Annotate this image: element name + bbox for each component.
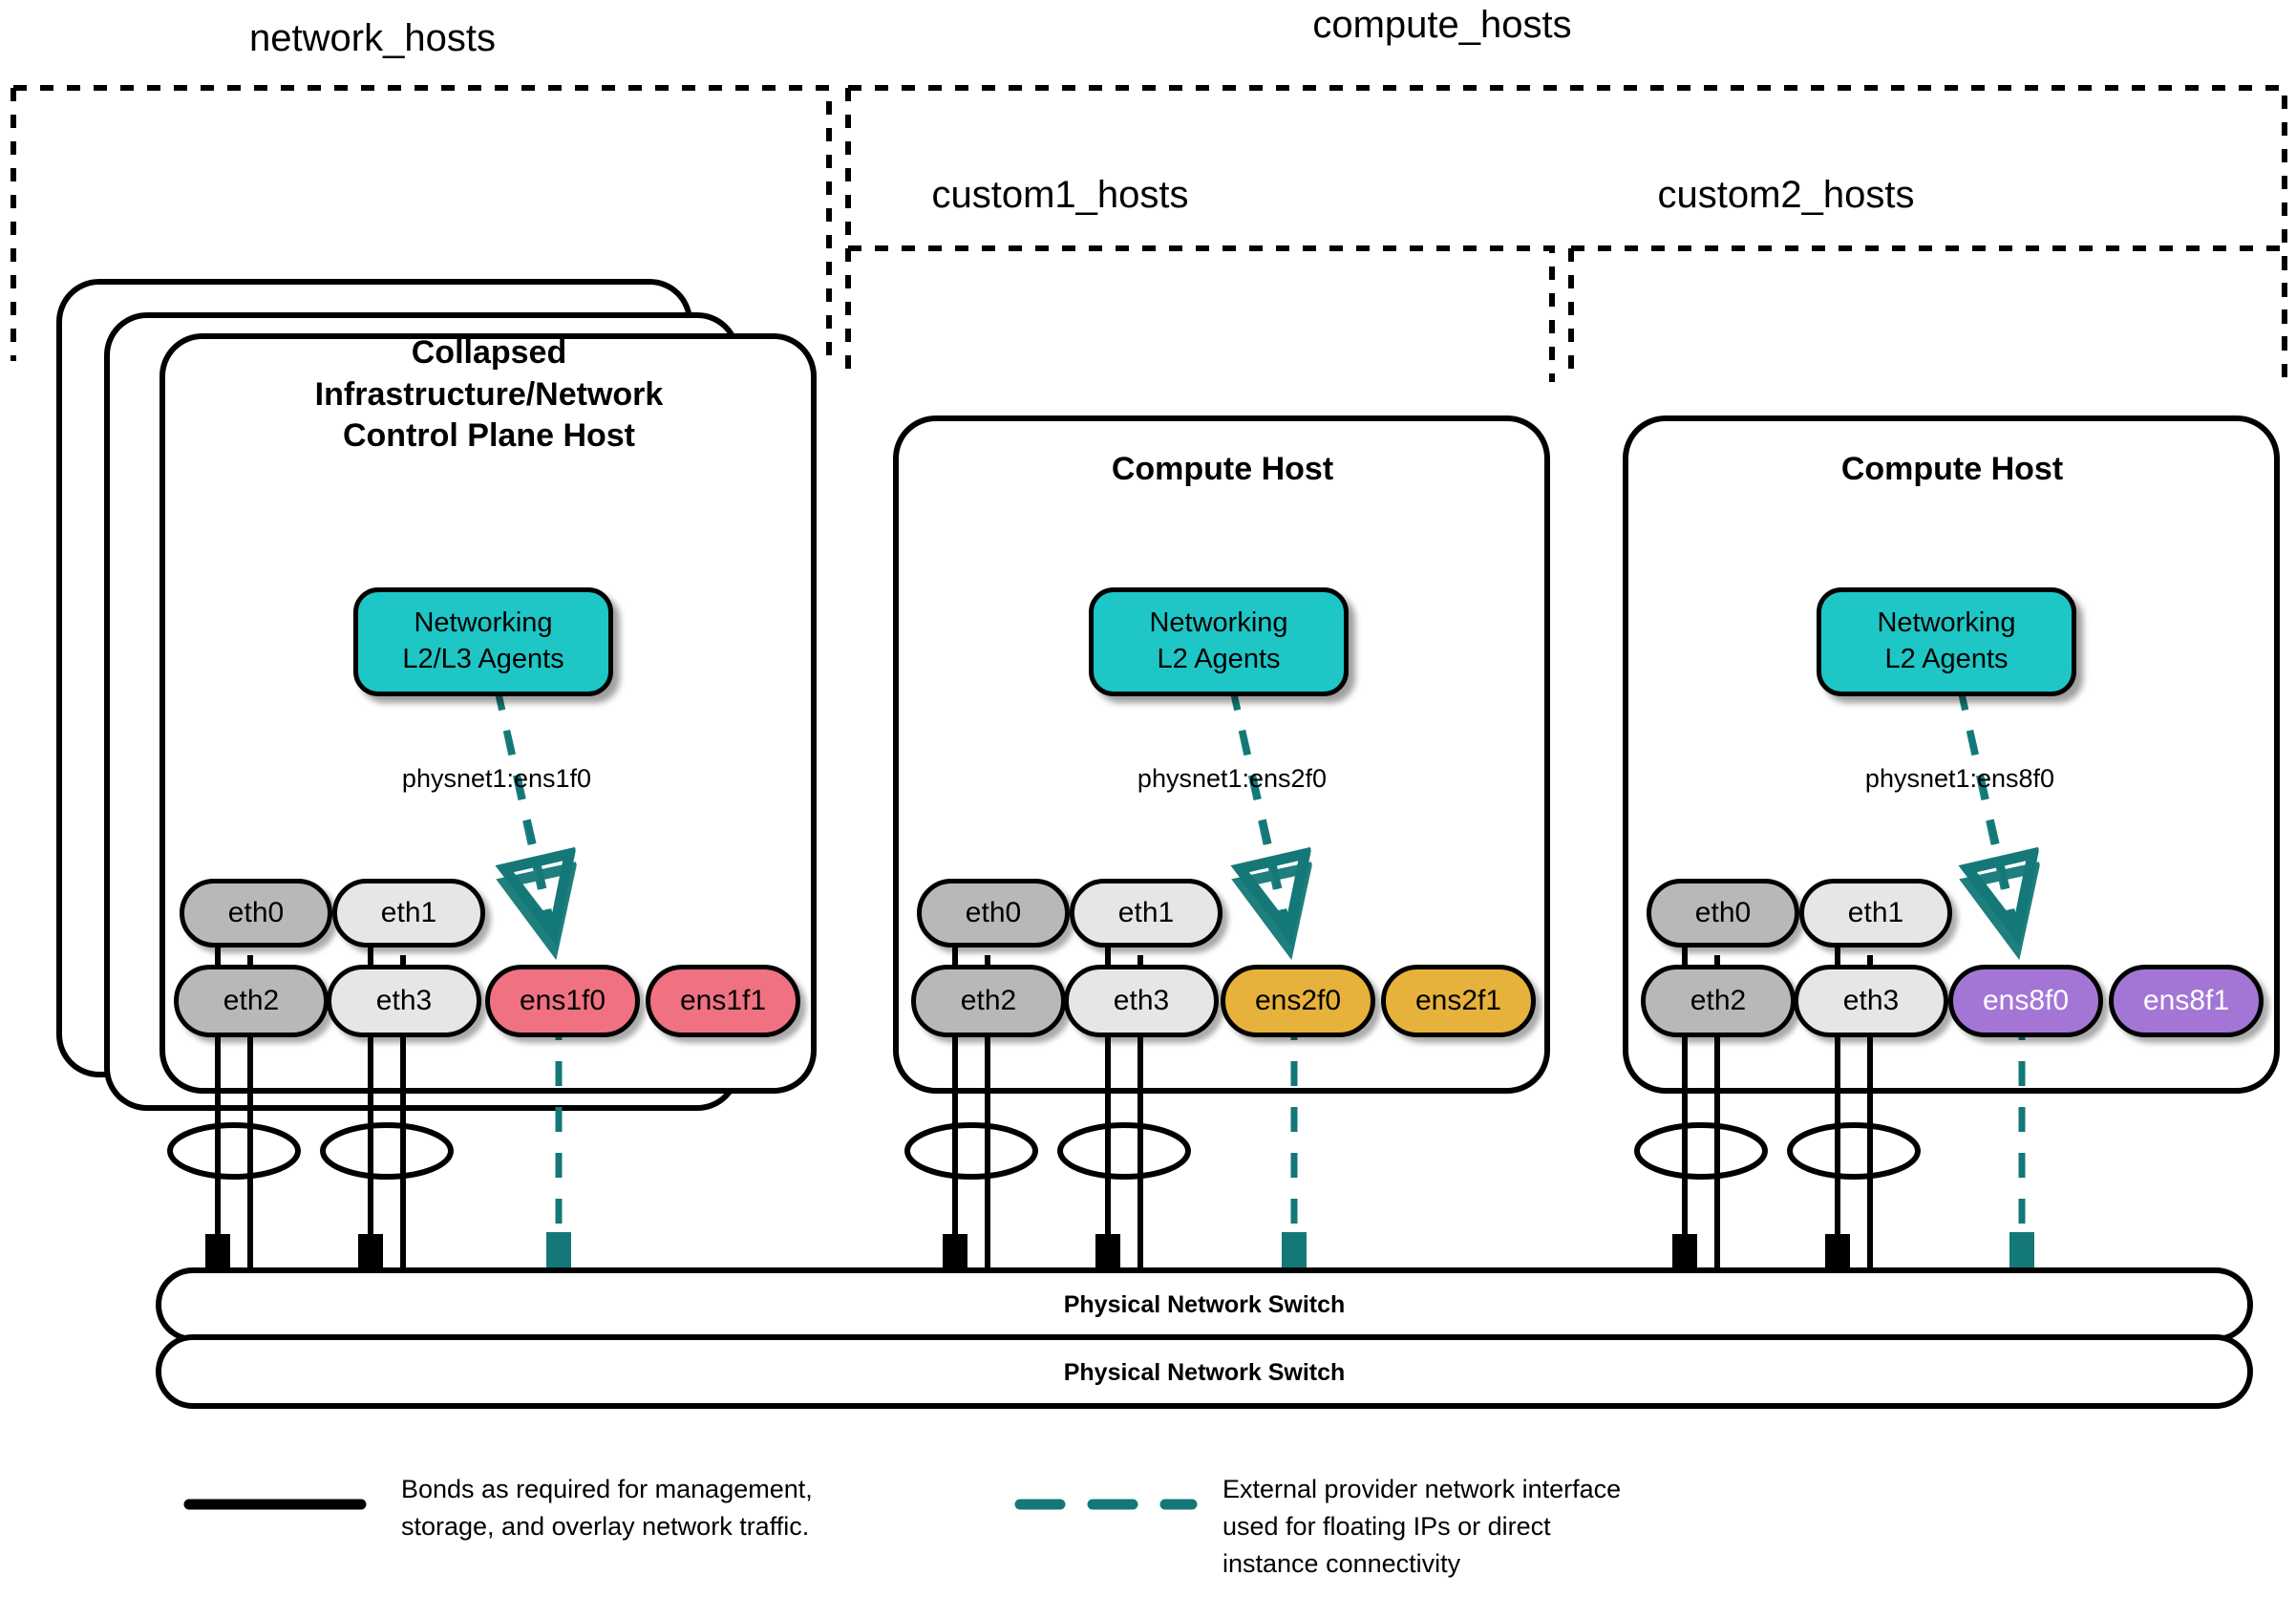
nic-label: eth2 [1690, 985, 1747, 1016]
provider-link-compute2 [1956, 685, 2034, 1272]
host-title-collapsed-host: Collapsed Infrastructure/Network Control… [314, 334, 664, 455]
legend-text-bonds: Bonds as required for management, storag… [401, 1475, 813, 1542]
agent-line-2: L2/L3 Agents [402, 644, 564, 674]
nic-eth3-compute-host-2[interactable]: eth3 [1794, 965, 1948, 1037]
nic-label: eth0 [227, 897, 285, 928]
nic-label: eth2 [223, 985, 280, 1016]
physnet-label-collapsed-host: physnet1:ens1f0 [401, 764, 592, 793]
nic-eth0-compute-host-2[interactable]: eth0 [1647, 879, 1799, 948]
switch-bottom [156, 1334, 2253, 1409]
group-label-compute-hosts: compute_hosts [1312, 4, 1572, 46]
group-frame-custom2-hosts [1568, 245, 2287, 382]
nic-ens1f1-collapsed-host[interactable]: ens1f1 [646, 965, 800, 1037]
physnet-label-compute-host-1: physnet1:ens2f0 [1137, 764, 1328, 793]
legend-text-external-provider: External provider network interface used… [1222, 1475, 1622, 1579]
nic-label: ens2f1 [1414, 985, 1502, 1016]
nic-label: eth3 [375, 985, 433, 1016]
agent-line-2: L2 Agents [1157, 644, 1281, 674]
agent-line-1: Networking [414, 607, 553, 639]
agent-box-compute-host-2: Networking L2 Agents [1817, 587, 2076, 696]
nic-ens1f0-collapsed-host[interactable]: ens1f0 [485, 965, 640, 1037]
nic-eth0-compute-host-1[interactable]: eth0 [917, 879, 1070, 948]
physnet-label-compute-host-2: physnet1:ens8f0 [1864, 764, 2055, 793]
agent-line-2: L2 Agents [1884, 644, 2009, 674]
nic-label: ens8f1 [2142, 985, 2230, 1016]
nic-label: ens2f0 [1254, 985, 1342, 1016]
nic-eth1-compute-host-2[interactable]: eth1 [1799, 879, 1952, 948]
agent-box-compute-host-1: Networking L2 Agents [1089, 587, 1349, 696]
nic-label: ens1f1 [679, 985, 767, 1016]
nic-label: ens8f0 [1982, 985, 2070, 1016]
group-label-custom1-hosts: custom1_hosts [931, 174, 1189, 216]
nic-eth0-collapsed-host[interactable]: eth0 [180, 879, 332, 948]
nic-eth2-collapsed-host[interactable]: eth2 [174, 965, 329, 1037]
provider-link-compute1 [1228, 685, 1307, 1272]
nic-eth2-compute-host-2[interactable]: eth2 [1641, 965, 1796, 1037]
nic-ens8f0-compute-host-2[interactable]: ens8f0 [1948, 965, 2103, 1037]
agent-box-collapsed-host: Networking L2/L3 Agents [353, 587, 613, 696]
group-frame-network-hosts [11, 85, 832, 361]
nic-label: eth2 [960, 985, 1017, 1016]
nic-label: eth3 [1113, 985, 1170, 1016]
group-label-network-hosts: network_hosts [249, 17, 496, 59]
group-frame-compute-hosts [845, 85, 2287, 361]
nic-eth1-collapsed-host[interactable]: eth1 [332, 879, 485, 948]
nic-label: eth3 [1842, 985, 1900, 1016]
agent-line-1: Networking [1149, 607, 1288, 639]
host-title-compute-host-2: Compute Host [1840, 451, 2064, 487]
nic-label: eth1 [380, 897, 437, 928]
nic-label: eth1 [1117, 897, 1175, 928]
nic-eth3-collapsed-host[interactable]: eth3 [327, 965, 481, 1037]
nic-ens2f0-compute-host-1[interactable]: ens2f0 [1221, 965, 1375, 1037]
nic-label: eth1 [1847, 897, 1904, 928]
nic-ens8f1-compute-host-2[interactable]: ens8f1 [2109, 965, 2264, 1037]
group-frame-custom1-hosts [845, 245, 1555, 382]
nic-eth3-compute-host-1[interactable]: eth3 [1064, 965, 1219, 1037]
group-label-custom2-hosts: custom2_hosts [1657, 174, 1915, 216]
switch-label-top: Physical Network Switch [1063, 1291, 1346, 1318]
nic-eth1-compute-host-1[interactable]: eth1 [1070, 879, 1222, 948]
agent-line-1: Networking [1877, 607, 2016, 639]
nic-label: eth0 [965, 897, 1022, 928]
nic-label: eth0 [1694, 897, 1752, 928]
nic-ens2f1-compute-host-1[interactable]: ens2f1 [1381, 965, 1536, 1037]
host-title-compute-host-1: Compute Host [1111, 451, 1334, 487]
provider-link-collapsed [493, 685, 571, 1272]
switch-label-bottom: Physical Network Switch [1063, 1359, 1346, 1386]
nic-eth2-compute-host-1[interactable]: eth2 [911, 965, 1066, 1037]
nic-label: ens1f0 [519, 985, 606, 1016]
